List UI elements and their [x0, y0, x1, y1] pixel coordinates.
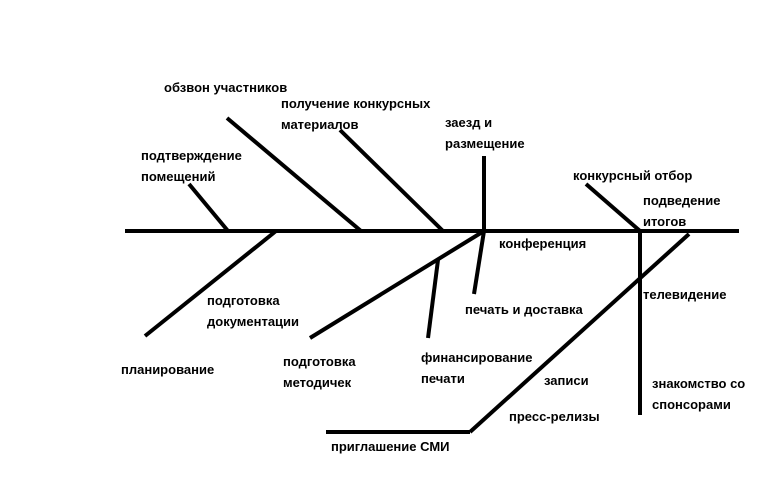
branch-obzvon [225, 116, 363, 233]
label-pechat-i-dostavka: печать и доставка [465, 302, 583, 317]
label-televidenie: телевидение [643, 287, 727, 302]
label-podvedenie-itogov: подведение итогов [643, 193, 721, 229]
branch-planirovanie [143, 229, 278, 338]
label-podtverzhdenie-pomeshcheniy: подтверждение помещений [141, 148, 242, 184]
label-konferentsiya: конференция [499, 236, 587, 251]
label-konkursny-otbor: конкурсный отбор [573, 168, 693, 183]
label-poluchenie-konkursnyh-materialov: получение конкурсных материалов [281, 96, 431, 132]
label-zaezd-i-razmeshchenie: заезд и размещение [445, 115, 525, 151]
branch-pechat [472, 230, 486, 295]
label-priglashenie-smi: приглашение СМИ [331, 439, 450, 454]
branch-poluchenie [338, 128, 445, 233]
label-press-relizy: пресс-релизы [509, 409, 600, 424]
label-obzvon-uchastnikov: обзвон участников [164, 80, 288, 95]
branch-podtverzhdenie [187, 182, 230, 233]
label-planirovanie: планирование [121, 362, 215, 377]
branch-konkursny-otbor [584, 182, 642, 233]
label-finansirovanie-pechati: финансирование печати [421, 350, 533, 386]
label-podgotovka-dokumentatsii: подготовка документации [207, 293, 300, 329]
label-zapisi: записи [544, 373, 589, 388]
label-podgotovka-metodichek: подготовка методичек [283, 354, 356, 390]
branch-smi-diagonal [468, 232, 691, 434]
branch-podgotovka-metod [308, 229, 486, 340]
label-znakomstvo-so-sponsorami: знакомство со спонсорами [652, 376, 746, 412]
branch-finansirovanie [426, 259, 440, 339]
